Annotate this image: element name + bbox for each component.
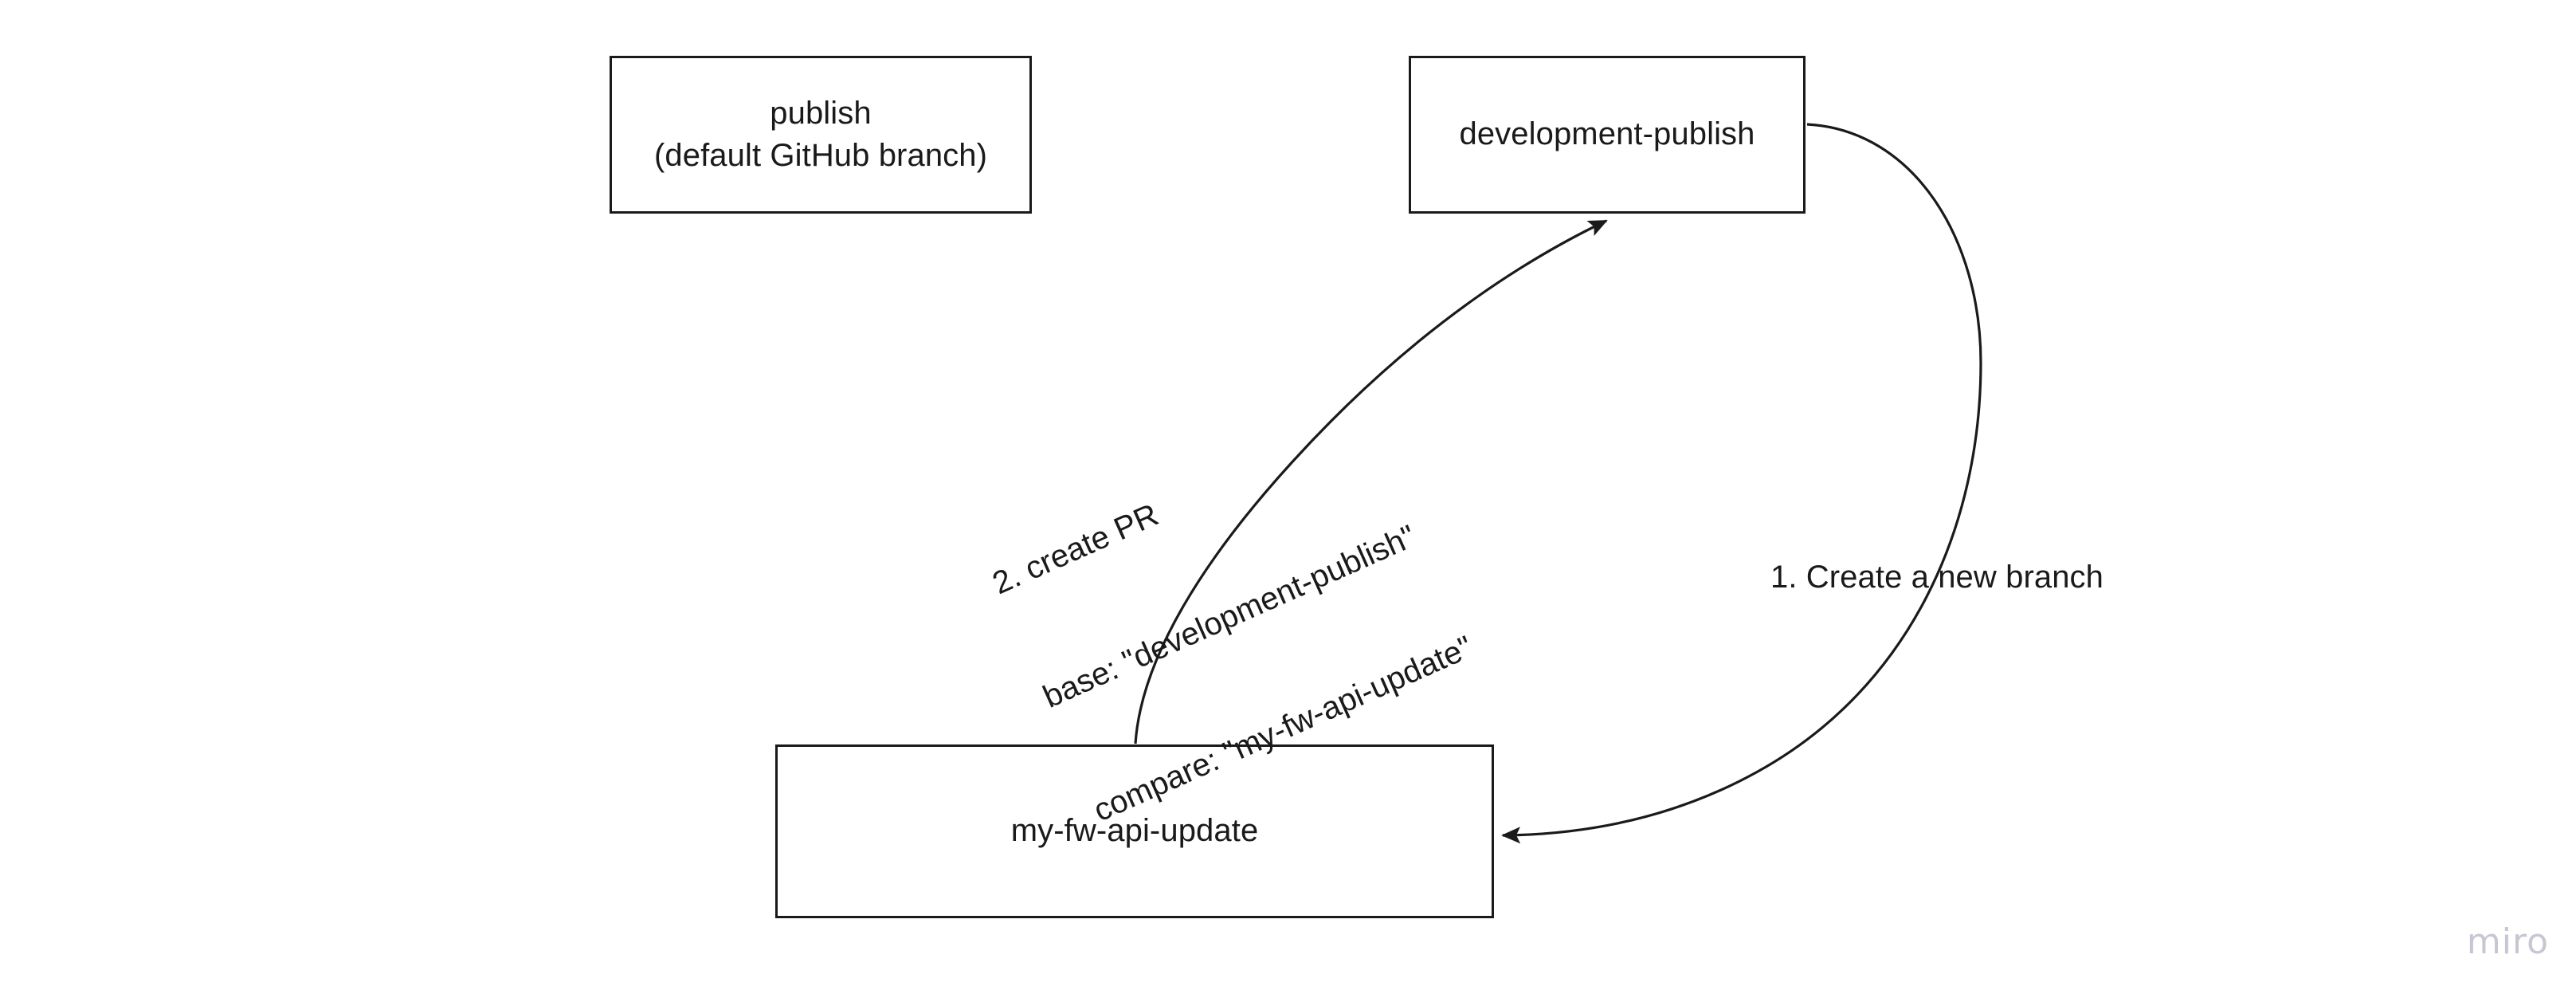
node-my-fw-api-update[interactable]: my-fw-api-update <box>775 744 1494 918</box>
miro-watermark: miro <box>2466 921 2549 962</box>
node-development-publish-label: development-publish <box>1459 116 1755 152</box>
edge-label-create-branch[interactable]: 1. Create a new branch <box>1770 560 2104 595</box>
node-publish-label: publish (default GitHub branch) <box>653 95 988 173</box>
node-development-publish[interactable]: development-publish <box>1409 56 1806 214</box>
edge-create-pr-path <box>1134 219 1608 744</box>
edge-create-branch-path <box>1501 123 1982 844</box>
node-publish[interactable]: publish (default GitHub branch) <box>610 56 1032 214</box>
